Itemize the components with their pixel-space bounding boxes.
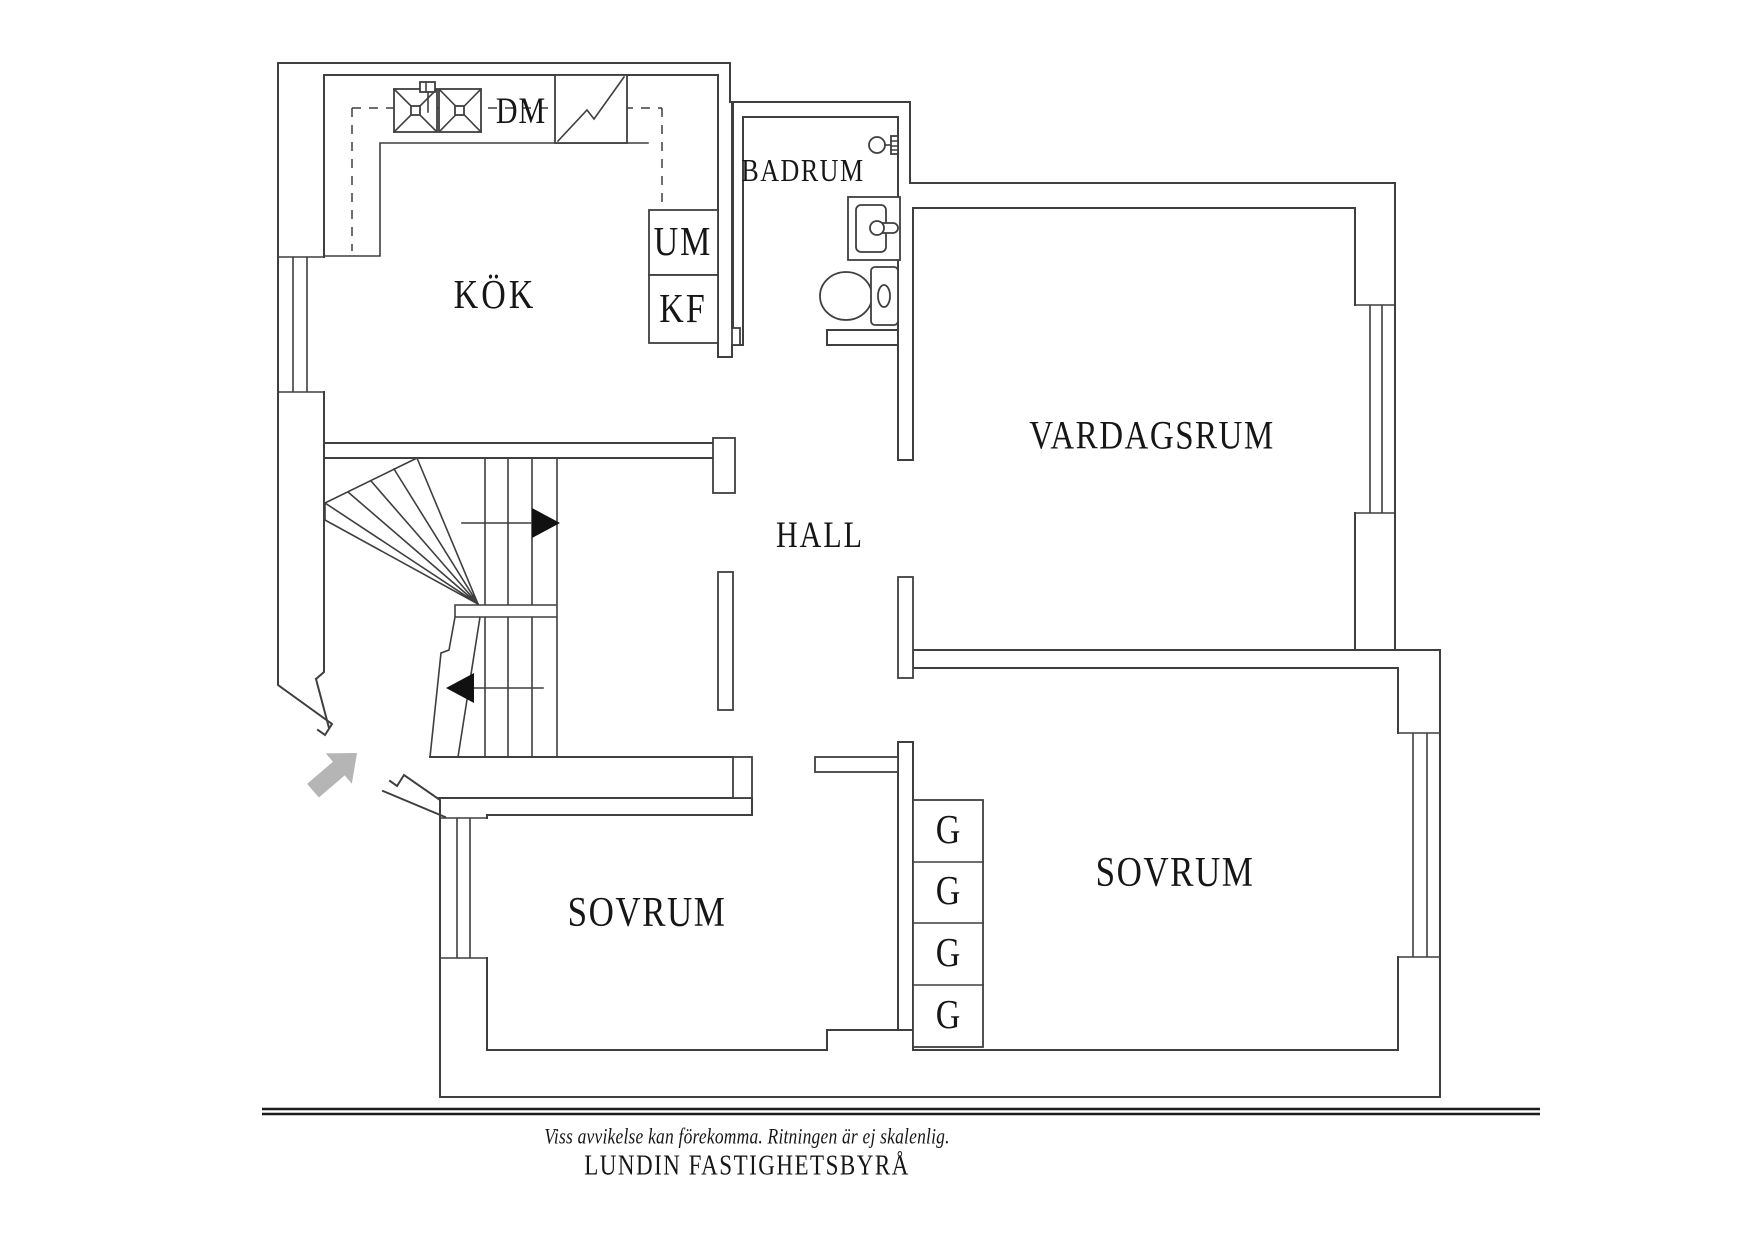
wall-post-hall [712, 437, 736, 494]
footer-brand: LUNDIN FASTIGHETSBYRÅ [584, 1149, 910, 1181]
kf-box [648, 274, 719, 344]
room-label-hall: HALL [776, 515, 864, 556]
outer-walls [277, 62, 1441, 1098]
washbasin-icon [847, 196, 901, 261]
wall-post-corridor [732, 756, 753, 799]
entrance-arrow-icon [307, 753, 357, 798]
room-label-kitchen: KÖK [453, 272, 537, 318]
kitchen-counter-outline [323, 142, 649, 257]
shower-icon [868, 135, 899, 155]
kitchen-tap-icon [419, 81, 436, 113]
wall-foot [731, 327, 741, 346]
footer-disclaimer: Viss avvikelse kan förekomma. Ritningen … [544, 1123, 950, 1149]
label-dishwasher: DM [495, 91, 547, 132]
room-label-bedroom-right: SOVRUM [1095, 848, 1255, 896]
room-label-living-room: VARDAGSRUM [1029, 414, 1275, 459]
appliance-boxes [648, 209, 741, 346]
wall-stub-corridor [814, 756, 899, 773]
wall-stub-bedroom-door [897, 576, 914, 679]
footer-rule [262, 1107, 1540, 1116]
room-label-bathroom: BADRUM [741, 152, 865, 189]
wall-stub-hall [717, 571, 734, 711]
stairs-down-arrow-icon [446, 673, 544, 703]
kitchen-fixtures [392, 74, 628, 144]
closet-boxes [912, 799, 984, 1048]
bathroom-fixtures [819, 135, 901, 326]
closet-label: G [935, 807, 961, 853]
closet-label: G [935, 992, 961, 1038]
double-sink-icon [392, 87, 483, 134]
label-um: UM [653, 219, 713, 265]
window-bedroom-left [439, 817, 488, 959]
closet-label: G [935, 930, 961, 976]
stove-icon [554, 74, 628, 144]
closet-label: G [935, 868, 961, 914]
label-kf: KF [659, 286, 707, 332]
window-kitchen-left [277, 256, 325, 393]
room-label-bedroom-left: SOVRUM [567, 888, 727, 936]
toilet-icon [819, 266, 899, 326]
windows [277, 256, 1441, 959]
staircase [323, 456, 560, 758]
stairs-up-arrow-icon [461, 508, 560, 538]
window-livingroom-right [1354, 304, 1396, 514]
interior-walls [314, 74, 1399, 1051]
window-bedroom-right [1397, 732, 1441, 958]
